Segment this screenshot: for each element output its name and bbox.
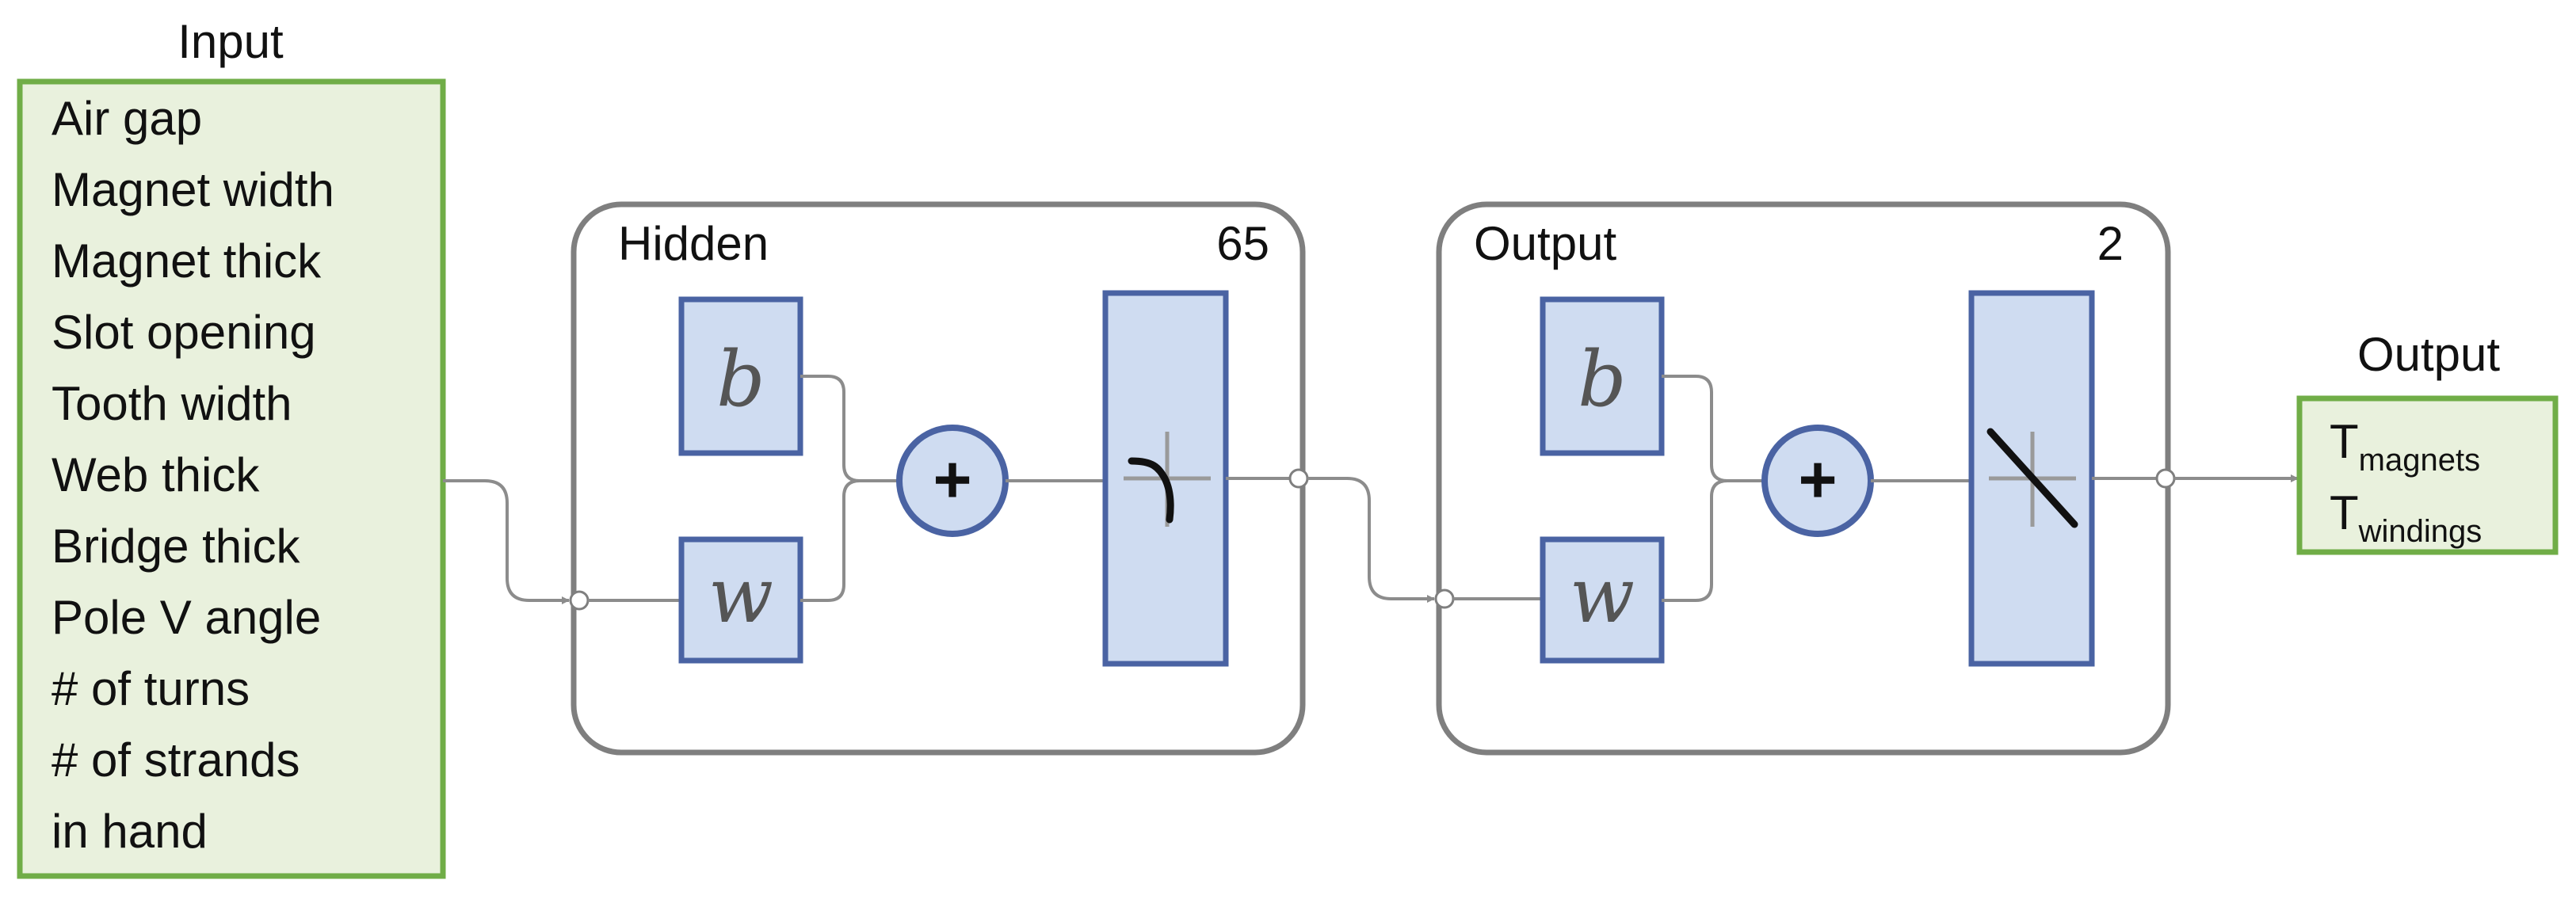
hidden-weight-symbol: w — [708, 551, 773, 640]
hidden-input-junction — [569, 590, 590, 611]
input-list: Air gap Magnet width Magnet thick Slot o… — [52, 92, 334, 858]
hidden-weight-block — [678, 536, 803, 664]
purelin-icon — [1986, 428, 2078, 528]
output-layer: Output 2 b w + — [1434, 201, 2176, 756]
output-input-junction — [1434, 589, 1455, 609]
input-item: Air gap — [52, 92, 202, 145]
output-item-magnets: Tmagnets — [2330, 415, 2480, 478]
input-item: Pole V angle — [52, 591, 321, 644]
input-item: Web thick — [52, 448, 260, 501]
output-output-junction — [2155, 468, 2176, 489]
hidden-layer-label: Hidden — [618, 217, 769, 270]
input-item: Magnet width — [52, 163, 334, 216]
output-bias-block — [1540, 296, 1665, 456]
output-box — [2296, 395, 2559, 555]
hidden-output-junction — [1288, 468, 1309, 489]
output-title: Output — [2357, 328, 2500, 381]
hidden-layer-size: 65 — [1216, 217, 1269, 270]
hidden-sum-symbol: + — [933, 442, 971, 516]
output-weight-wire — [1662, 479, 1764, 602]
input-item: # of strands — [52, 733, 300, 787]
hidden-layer: Hidden 65 b w + — [569, 201, 1309, 756]
output-weight-symbol: w — [1570, 551, 1635, 640]
input-item: Tooth width — [52, 377, 292, 430]
input-item: Slot opening — [52, 306, 316, 359]
output-sum-symbol: + — [1798, 442, 1837, 516]
input-item: Magnet thick — [52, 234, 322, 288]
output-item-windings: Twindings — [2330, 486, 2482, 549]
output-weight-block — [1540, 536, 1665, 664]
hidden-weight-wire — [800, 479, 898, 602]
input-item: Bridge thick — [52, 520, 300, 573]
output-layer-label: Output — [1474, 217, 1616, 270]
hidden-bias-symbol: b — [716, 335, 765, 424]
tansig-icon — [1128, 457, 1174, 524]
output-bias-wire — [1662, 375, 1728, 482]
connector-hidden-to-output — [1307, 477, 1435, 603]
connector-input-to-hidden — [443, 479, 570, 604]
hidden-bias-wire — [800, 375, 861, 482]
output-layer-size: 2 — [2097, 217, 2124, 270]
input-item: # of turns — [52, 662, 250, 715]
output-bias-symbol: b — [1578, 335, 1626, 424]
input-box — [17, 78, 446, 879]
input-title: Input — [177, 15, 284, 68]
input-item: in hand — [52, 805, 208, 858]
